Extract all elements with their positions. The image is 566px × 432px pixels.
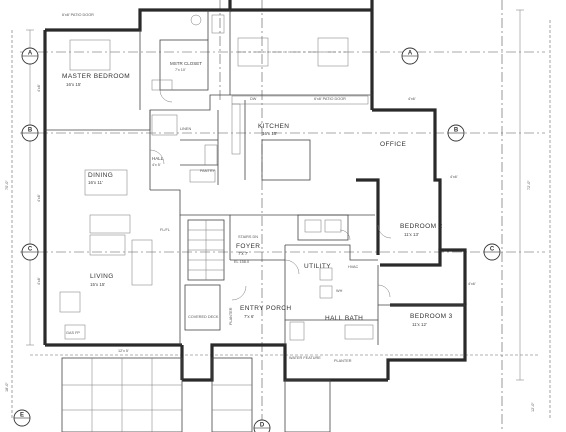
exterior-walls — [43, 0, 467, 382]
label-planter-side: PLANTER — [229, 307, 233, 325]
room-hall-size: 4'x 5' — [152, 163, 161, 167]
note-hvac: HVAC — [348, 265, 359, 269]
label-water-feature: WATER FEATURE — [289, 356, 321, 360]
note-dim-bottom-right: 12'-0" — [531, 402, 535, 412]
label-linen: LINEN — [180, 127, 191, 131]
label-gas-fp: GAS FP — [66, 331, 80, 335]
grid-marker-label: C — [28, 247, 33, 253]
note-elev: EL 158.0 — [234, 260, 249, 264]
room-living-size: 15'x 15' — [90, 282, 105, 287]
note-window-left-top: 4'x6' — [37, 84, 41, 92]
door-swings — [149, 89, 392, 301]
note-stairs: STAIRS DN — [238, 235, 258, 239]
room-living: LIVING — [90, 273, 114, 280]
room-foyer: FOYER — [236, 243, 260, 250]
note-patio-door-top: 6'x8' PATIO DOOR — [62, 13, 94, 17]
room-bedroom-2: BEDROOM 2 — [400, 223, 443, 230]
room-master-bedroom-size: 16'x 15' — [66, 82, 81, 87]
room-dining: DINING — [88, 172, 113, 179]
note-dim-bottom-left: 18'-0" — [5, 382, 9, 392]
room-entry-porch-size: 7'x 6' — [244, 314, 254, 319]
room-foyer-size: 7'x 7' — [238, 251, 248, 256]
room-bedroom-2-size: 11'x 13' — [404, 232, 419, 237]
grid-marker-label: C — [490, 247, 495, 253]
grid-marker-label: B — [454, 128, 459, 134]
grid-markers: A A B B C C D E — [13, 47, 501, 432]
note-window-bottom: 12'x 5' — [118, 349, 129, 353]
room-kitchen-size: 16'x 15' — [262, 131, 277, 136]
note-window-right-mid: 4'x6' — [450, 175, 458, 179]
label-covered-deck: COVERED DECK — [188, 315, 219, 319]
room-hall: HALL — [152, 156, 164, 161]
note-window-left-low: 4'x6' — [37, 277, 41, 285]
room-kitchen: KITCHEN — [258, 123, 289, 130]
note-wh: WH — [336, 289, 343, 293]
room-hall-bath: HALL BATH — [325, 315, 363, 322]
stairs — [187, 219, 225, 281]
room-utility: UTILITY — [304, 263, 331, 270]
note-window-right-low: 4'x6' — [468, 282, 476, 286]
note-dim-left: 70'-0" — [5, 180, 9, 190]
grid-marker-label: B — [28, 128, 33, 134]
fixtures — [59, 14, 374, 341]
room-pantry: PANTRY — [200, 169, 216, 173]
room-master-closet: MSTR CLOSET — [170, 61, 202, 66]
room-bedroom-3-size: 11'x 12' — [412, 322, 427, 327]
note-dim-right: 72'-0" — [527, 180, 531, 190]
grid-marker-label: D — [260, 423, 265, 429]
note-window-left-mid: 4'x6' — [37, 194, 41, 202]
room-dining-size: 16'x 11' — [88, 180, 103, 185]
grid-marker-label: A — [28, 51, 33, 57]
note-patio-door-mid: 6'x8' PATIO DOOR — [314, 97, 346, 101]
room-master-closet-size: 7'x 10' — [175, 68, 186, 72]
room-master-bedroom: MASTER BEDROOM — [62, 73, 130, 80]
patio-pavers — [61, 357, 331, 432]
grid-lines — [11, 0, 551, 432]
note-window-right-top: 4'x6' — [408, 97, 416, 101]
room-entry-porch: ENTRY PORCH — [240, 305, 291, 312]
room-bedroom-3: BEDROOM 3 — [410, 313, 453, 320]
grid-marker-label: E — [20, 413, 24, 419]
label-planter-front: PLANTER — [334, 359, 352, 363]
room-office: OFFICE — [380, 141, 406, 148]
dimension-lines — [26, 9, 524, 381]
grid-marker-label: A — [408, 51, 413, 57]
note-flr: FL/FL — [160, 228, 170, 232]
note-dw: DW — [250, 97, 257, 101]
